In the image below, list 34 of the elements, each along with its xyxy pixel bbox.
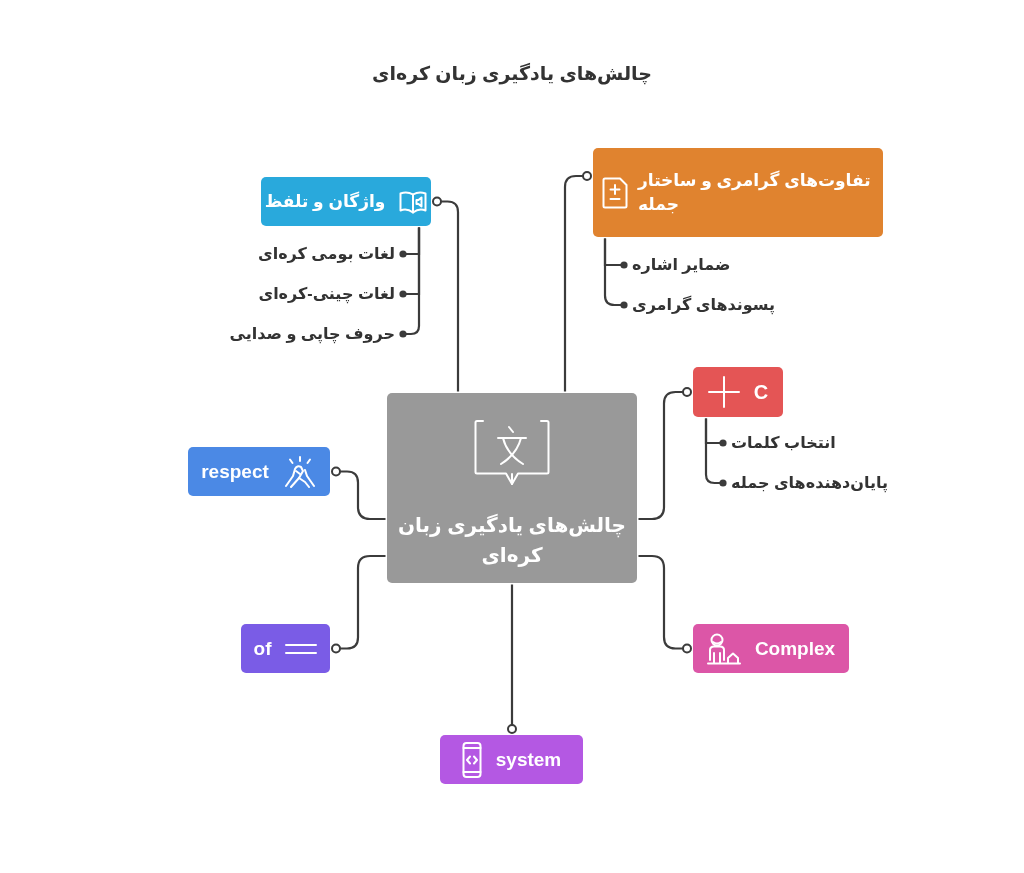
topic-label: چالش‌های یادگیری زبان کره‌ای (397, 513, 627, 569)
topic-label: respect (201, 459, 269, 484)
connector (399, 227, 421, 338)
topic-label: واژگان و تلفظ (264, 190, 386, 213)
subtopic-label: حروف چاپی و صدایی (229, 324, 395, 344)
topic-box (241, 624, 330, 673)
topic-box (593, 148, 883, 237)
connector (563, 171, 592, 392)
subtopic-label: لغات بومی کره‌ای (258, 244, 395, 264)
topic-label: system (495, 747, 562, 772)
topic-box (693, 624, 849, 673)
subtopic-label: انتخاب کلمات (731, 433, 836, 453)
subtopic-label: لغات چینی-کره‌ای (258, 284, 395, 304)
connector (331, 554, 386, 654)
connector (507, 584, 517, 734)
topic-label: تفاوت‌های گرامری و ساختار جمله (638, 169, 872, 216)
topic-box (693, 367, 783, 417)
topic-label: C (753, 380, 769, 404)
connector (331, 466, 386, 521)
main-topic-box (387, 393, 637, 583)
connector (603, 238, 628, 309)
topic-box (440, 735, 583, 784)
topic-box (261, 177, 431, 226)
topic-box (188, 447, 330, 496)
topic-label: Complex (754, 636, 836, 661)
connector (704, 418, 727, 487)
title: چالش‌های یادگیری زبان کره‌ای (372, 62, 652, 87)
connector (432, 196, 460, 392)
subtopic-label: ضمایر اشاره (632, 255, 731, 275)
connector (638, 387, 692, 521)
connector (638, 554, 692, 654)
subtopic-label: پایان‌دهنده‌های جمله (731, 473, 888, 493)
subtopic-label: پسوندهای گرامری (632, 295, 776, 315)
topic-label: of (253, 636, 272, 661)
